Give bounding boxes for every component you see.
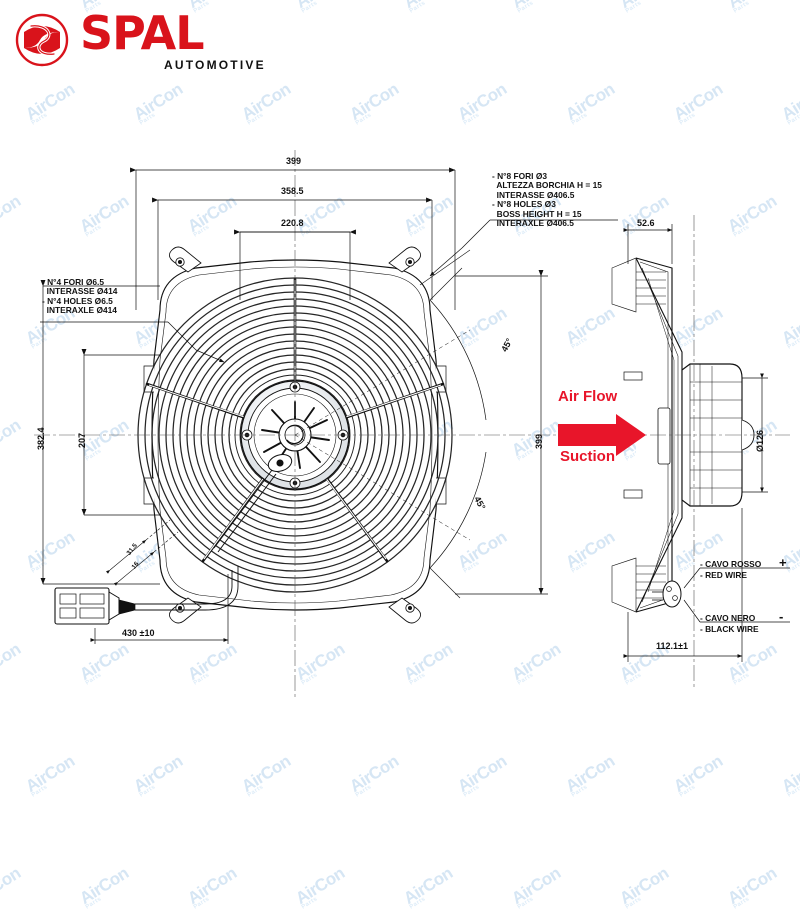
brand-logo: SPAL AUTOMOTIVE (14, 8, 274, 78)
label-black-wire-en: - BLACK WIRE (700, 624, 759, 634)
dim-shroud-depth: 52.6 (637, 218, 655, 228)
airflow-label-bottom: Suction (560, 448, 615, 465)
motor-body (681, 363, 755, 507)
note-holes-left: - N°4 FORI Ø6.5 INTERASSE Ø414 - N°4 HOL… (42, 277, 118, 316)
dimension-cable-length (90, 574, 229, 644)
dim-bracket-width: 220.8 (281, 218, 304, 228)
dim-cable-length: 430 ±10 (122, 628, 155, 638)
hub-lead-wire (213, 469, 277, 553)
label-red-wire-it: - CAVO ROSSO (700, 559, 762, 569)
dimension-lines-front (40, 167, 548, 599)
brand-tagline: AUTOMOTIVE (164, 58, 266, 72)
polarity-minus-icon: - (779, 609, 784, 624)
dimension-lead-offsets (105, 519, 179, 586)
side-wire-exit (652, 580, 682, 608)
brand-name: SPAL (80, 6, 205, 60)
note-holes-right: - N°8 FORI Ø3 ALTEZZA BORCHIA H = 15 INT… (492, 171, 602, 229)
technical-drawing (34, 150, 790, 700)
dim-overall-height: 382.4 (36, 427, 46, 450)
air-flow-arrow-icon (558, 414, 646, 456)
label-black-wire-it: - CAVO NERO (700, 613, 756, 623)
label-red-wire-en: - RED WIRE (700, 570, 747, 580)
dim-mount-width: 358.5 (281, 186, 304, 196)
dim-total-depth: 112.1±1 (656, 641, 688, 651)
airflow-label-top: Air Flow (558, 388, 618, 405)
power-cable (135, 566, 239, 611)
note-leaders (40, 219, 618, 363)
dim-motor-diameter: Ø126 (755, 429, 765, 452)
power-connector (54, 587, 136, 625)
spal-circle-s-emblem-icon (15, 13, 69, 67)
dimension-lines-side (623, 224, 790, 662)
dim-overall-width: 399 (286, 156, 302, 166)
dim-right-height: 399 (534, 433, 544, 449)
dim-bracket-height: 207 (77, 432, 87, 448)
polarity-plus-icon: + (779, 555, 787, 570)
